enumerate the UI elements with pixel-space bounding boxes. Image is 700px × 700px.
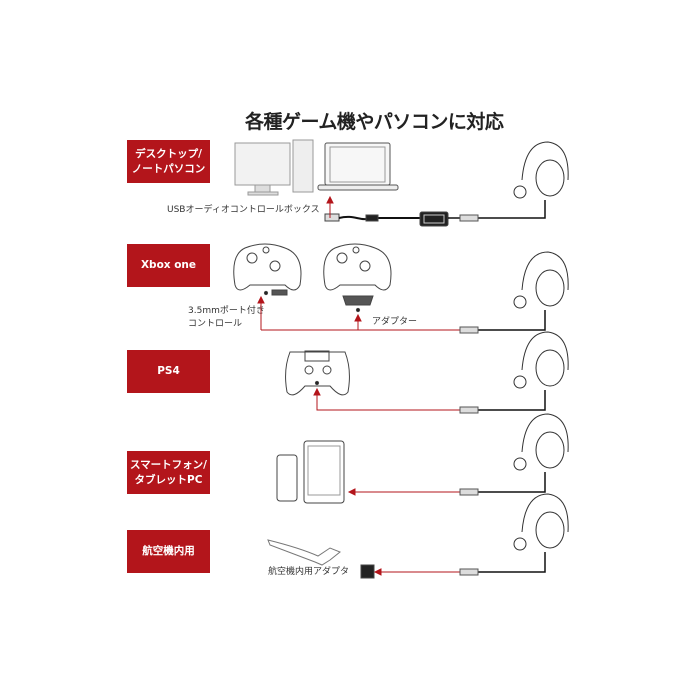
label-smartphone: スマートフォン/タブレットPC [127,451,210,494]
tablet-icon [303,440,345,504]
ps4-controller-icon [285,350,350,396]
label-line: ノートパソコン [131,162,206,175]
smartphone-icon [276,454,298,502]
headset-cables [448,200,546,573]
label-line: スマートフォン/ [129,458,208,471]
usb-box-caption: USBオーディオコントロールボックス [167,205,320,215]
laptop-icon [317,142,399,191]
label-airplane: 航空機内用 [127,530,210,573]
usb-control-box-icon [324,211,449,227]
xbox-adapter-caption: アダプター [372,317,418,327]
audio-plugs [459,214,479,576]
desktop-pc-icon [234,139,314,196]
xbox-controller-with-adapter-icon [323,243,392,313]
xbox-controller-icon [233,243,302,291]
headset-adapter-icon [342,295,374,306]
label-line: デスクトップ/ [135,147,202,160]
airplane-adapter-caption: 航空機内用アダプタ [268,567,350,577]
connection-arrows [257,195,460,576]
headset-icon [513,141,569,199]
headset-icon [513,493,569,551]
headset-icons [513,141,569,551]
headset-icon [513,251,569,309]
label-ps4: PS4 [127,350,210,393]
label-line: タブレットPC [134,473,203,486]
audio-port-icon [263,290,269,296]
label-xbox: Xbox one [127,244,210,287]
page-title: 各種ゲーム機やパソコンに対応 [245,111,504,133]
airplane-adapter-icon [360,564,375,579]
headset-icon [513,331,569,389]
label-pc: デスクトップ/ノートパソコン [127,140,210,183]
airplane-icon [267,539,341,566]
xbox-controller-caption: 3.5mmポート付きコントロール [188,306,265,329]
headset-icon [513,413,569,471]
controller-port-icon [271,289,288,296]
